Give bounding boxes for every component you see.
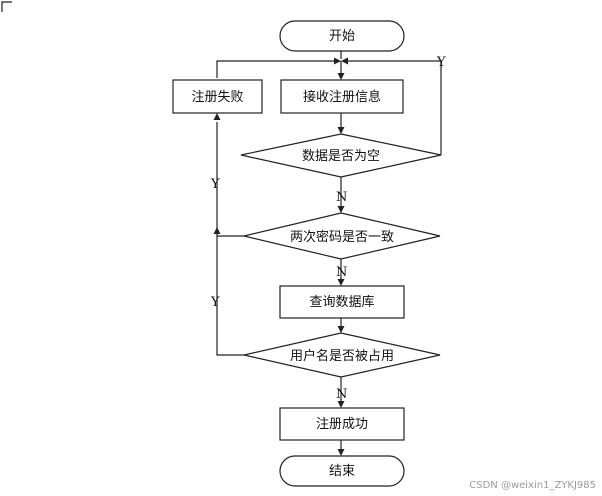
node-check-user: [243, 332, 441, 378]
node-success-label: 注册成功: [316, 417, 368, 432]
node-check-user-label: 用户名是否被占用: [290, 348, 394, 364]
arrowhead-user: [337, 326, 345, 333]
arrowhead-db: [337, 279, 345, 286]
arrowhead-merge-from-right: [341, 57, 348, 65]
node-check-pwd-label: 两次密码是否一致: [290, 229, 394, 245]
arrowhead-end: [337, 449, 345, 456]
label-no-user: N: [336, 387, 347, 402]
arrowhead-empty: [337, 127, 345, 134]
corner-mark: [1, 1, 12, 12]
node-start: [279, 20, 405, 52]
node-start-label: 开始: [329, 29, 355, 44]
label-yes-pwd: Y: [210, 177, 220, 192]
label-yes-user: Y: [210, 295, 220, 310]
arrowhead-success: [337, 401, 345, 408]
node-end: [279, 455, 405, 487]
edge-fail-to-merge: [216, 60, 335, 78]
node-success: [279, 407, 405, 441]
edge-empty-yes-loop: [347, 60, 442, 155]
edge-user-yes-loop: [216, 122, 244, 356]
arrowhead-merge-from-left: [334, 57, 341, 65]
node-fail: [172, 79, 263, 114]
label-yes-empty: Y: [436, 55, 446, 70]
node-receive-label: 接收注册信息: [303, 89, 381, 105]
label-no-empty: N: [336, 190, 347, 205]
arrowhead-fail: [213, 113, 221, 120]
label-no-pwd: N: [336, 265, 347, 280]
arrowhead-pwd: [337, 206, 345, 213]
node-end-label: 结束: [329, 464, 355, 479]
node-check-pwd: [243, 212, 441, 260]
node-check-empty: [240, 133, 442, 178]
node-receive: [280, 79, 404, 114]
watermark: CSDN @weixin1_ZYKJ985: [469, 480, 596, 491]
node-fail-label: 注册失败: [191, 90, 243, 105]
node-query-db-label: 查询数据库: [309, 294, 374, 310]
arrowhead-junction: [213, 227, 221, 234]
node-check-empty-label: 数据是否为空: [302, 149, 380, 164]
arrowhead-receive: [337, 73, 345, 80]
node-query-db: [279, 285, 405, 319]
